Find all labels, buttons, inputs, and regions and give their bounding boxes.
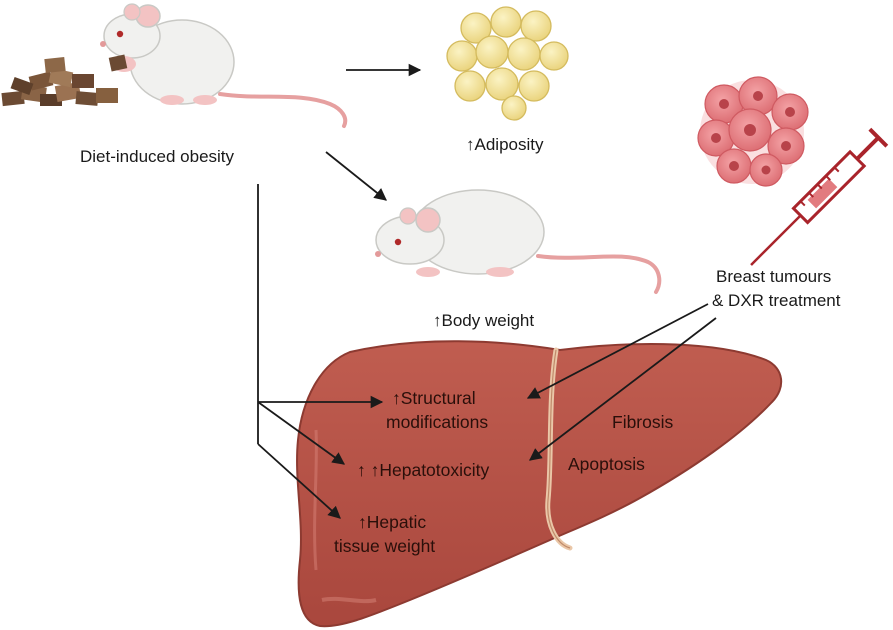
arrow-to-hepatotoxicity (257, 401, 346, 465)
arrow-to-body-weight (325, 151, 387, 201)
adiposity-label: ↑Adiposity (466, 135, 544, 154)
hepatotoxicity-label: ↑ ↑Hepatotoxicity (357, 460, 490, 480)
arrows (257, 63, 717, 519)
adipocytes-icon (446, 6, 569, 121)
mouse-icon (375, 189, 662, 294)
fibrosis-label: Fibrosis (612, 412, 674, 432)
arrow-treatment-to-structural (526, 303, 709, 399)
hepatic-weight-label-line1: ↑Hepatic (358, 512, 426, 532)
structural-label-line2: modifications (386, 412, 488, 432)
treatment-label-line2: & DXR treatment (712, 291, 841, 310)
structural-label-line1: ↑Structural (392, 388, 476, 408)
hepatic-weight-label-line2: tissue weight (334, 536, 435, 556)
tumour-cells-icon (697, 76, 809, 187)
apoptosis-label: Apoptosis (568, 454, 645, 474)
food-pellets-icon (1, 56, 118, 107)
treatment-label-line1: Breast tumours (716, 267, 831, 286)
syringe-icon (750, 127, 889, 266)
arrow-to-hepatic-weight (257, 443, 341, 519)
body-weight-label: ↑Body weight (433, 311, 534, 330)
mouse-eating-icon (100, 3, 348, 128)
arrow-treatment-to-hepatotoxicity (528, 317, 717, 461)
liver-icon (296, 340, 782, 628)
diet-induced-obesity-label: Diet-induced obesity (80, 147, 235, 166)
